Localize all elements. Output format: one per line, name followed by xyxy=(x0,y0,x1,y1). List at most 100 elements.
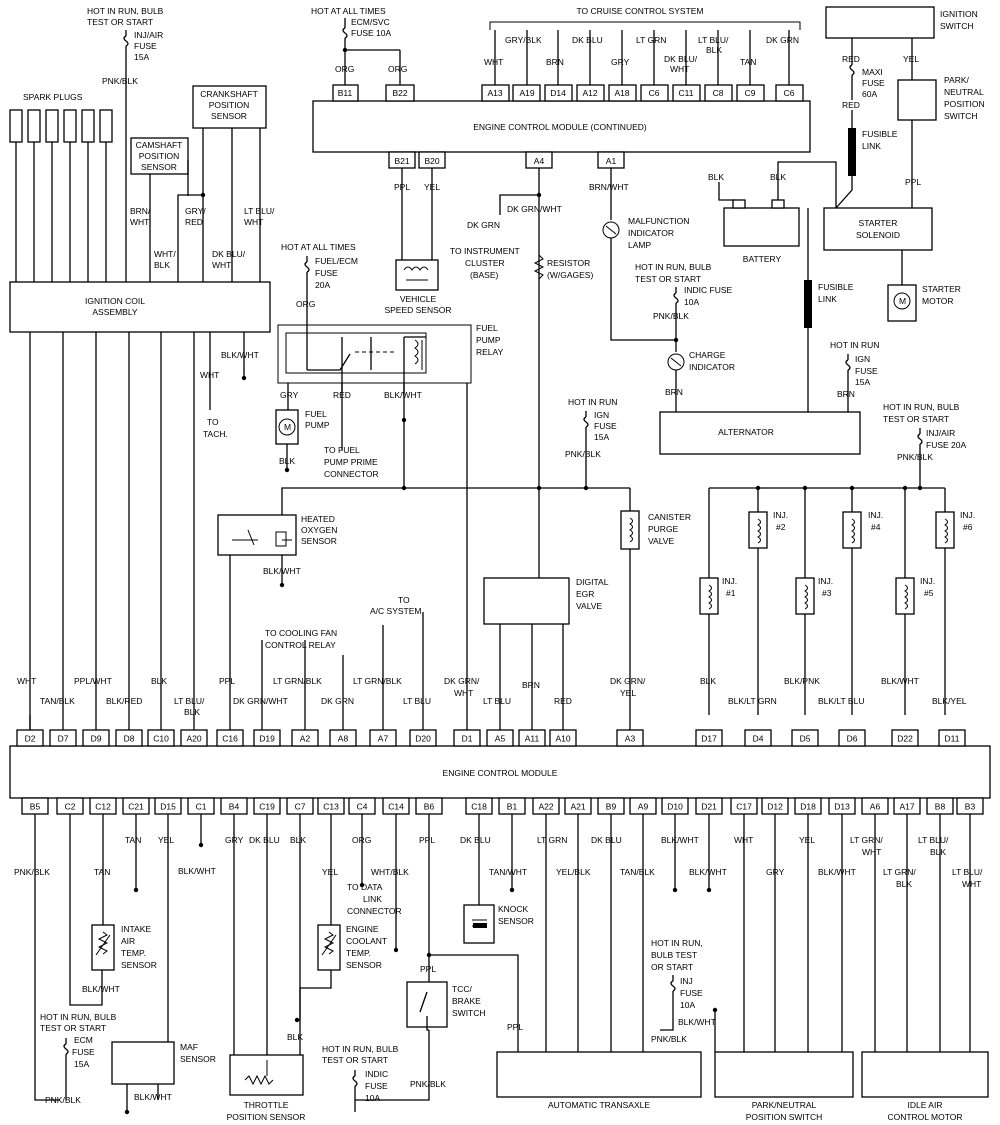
tcc-ppl: PPL xyxy=(420,964,436,974)
tcc-indic-2: FUSE xyxy=(365,1081,388,1091)
ew-dkgrnwht: DK GRN/WHT xyxy=(233,696,288,706)
fuel-blk: BLK xyxy=(279,456,295,466)
ecm-title: ENGINE CONTROL MODULE xyxy=(443,768,558,778)
pin-a18: A18 xyxy=(614,88,629,98)
ecm-pin-box xyxy=(82,729,110,747)
ign-w-red: RED xyxy=(185,217,203,227)
camshaft-sensor: CAMSHAFT POSITION SENSOR xyxy=(130,137,189,175)
bw-blkwht2: BLK/WHT xyxy=(661,835,699,845)
bw-blk: BLK xyxy=(290,835,306,845)
ecm-pin-label: D8 xyxy=(124,734,135,744)
pns-hot-2: BULB TEST xyxy=(651,950,697,960)
ecm-continued-title: ENGINE CONTROL MODULE (CONTINUED) xyxy=(473,122,647,132)
ecm-continued: ENGINE CONTROL MODULE (CONTINUED) B11 B2… xyxy=(311,6,811,580)
svg-text:M: M xyxy=(899,296,906,306)
wire-org-1: ORG xyxy=(335,64,354,74)
battery-label: BATTERY xyxy=(743,254,782,264)
charge-2: INDICATOR xyxy=(689,362,735,372)
ign-w-whtblk1: WHT/ xyxy=(154,249,176,259)
egr-1: DIGITAL xyxy=(576,577,609,587)
ew-brn: BRN xyxy=(522,680,540,690)
ecm-pin-label: D11 xyxy=(945,734,960,744)
egr-2: EGR xyxy=(576,589,594,599)
tcc-hot-1: HOT IN RUN, BULB xyxy=(322,1044,399,1054)
cam-2: POSITION xyxy=(139,151,180,161)
ign-hot-1: HOT IN RUN, BULB xyxy=(87,6,164,16)
ecm-box xyxy=(9,745,991,799)
bw-yel: YEL xyxy=(158,835,174,845)
ign-hot-2: TEST OR START xyxy=(87,17,153,27)
pin-c11: C11 xyxy=(679,88,694,98)
tcc-1: TCC/ xyxy=(452,984,472,994)
right-red-1: RED xyxy=(842,54,860,64)
fus-2: LINK xyxy=(862,141,881,151)
ac-1: TO xyxy=(398,595,410,605)
pin-a12: A12 xyxy=(582,88,597,98)
ecm-pin-label: B1 xyxy=(507,802,518,812)
tcc-hot-2: TEST OR START xyxy=(322,1055,388,1065)
tcc-pnkblk: PNK/BLK xyxy=(410,1079,446,1089)
prime-2: PUMP PRIME xyxy=(324,457,378,467)
center-section: DK GRN TO INSTRUMENT CLUSTER (BASE) RESI… xyxy=(265,216,735,715)
tps-2: POSITION SENSOR xyxy=(227,1112,306,1122)
bw-org: ORG xyxy=(352,835,371,845)
ecm-pin-label: C12 xyxy=(95,802,111,812)
ew-ltblu2: BLK xyxy=(184,707,200,717)
tach-1: TO xyxy=(207,417,219,427)
ecm-pin-label: A3 xyxy=(625,734,636,744)
tcc-3: SWITCH xyxy=(452,1008,486,1018)
wire-gry-blk: GRY/BLK xyxy=(505,35,542,45)
ecm-pin-box xyxy=(216,729,244,747)
cam-3: SENSOR xyxy=(141,162,177,172)
bw-ltbluwht-1: LT BLU/ xyxy=(952,867,983,877)
canister-1: CANISTER xyxy=(648,512,691,522)
alt-ign-2: FUSE xyxy=(855,366,878,376)
fus2-1: FUSIBLE xyxy=(818,282,854,292)
wire-tan: TAN xyxy=(740,57,756,67)
pns-pnkblk: PNK/BLK xyxy=(651,1034,687,1044)
ecm-pin-label: C4 xyxy=(357,802,368,812)
ignition-switch xyxy=(825,6,935,39)
stm-2: MOTOR xyxy=(922,296,953,306)
ew-blk: BLK xyxy=(151,676,167,686)
bw-dkblu3: DK BLU xyxy=(591,835,622,845)
bw-whtblk: WHT/BLK xyxy=(371,867,409,877)
bw-wht: WHT xyxy=(734,835,753,845)
vehicle-speed-sensor: VEHICLE SPEED SENSOR xyxy=(384,259,452,315)
prime-1: TO FUEL xyxy=(324,445,360,455)
fuel-hot: HOT AT ALL TIMES xyxy=(281,242,356,252)
coil-1: IGNITION COIL xyxy=(85,296,145,306)
relay-2: PUMP xyxy=(476,335,501,345)
ecm-pin-label: D18 xyxy=(800,802,816,812)
wire-lt-blu-blk-1: LT BLU/ xyxy=(698,35,729,45)
ecm-pin-label: C10 xyxy=(153,734,169,744)
maxi-3: 60A xyxy=(862,89,877,99)
cruise-bracket xyxy=(489,21,801,30)
ign-fuse-2: FUSE xyxy=(134,41,157,51)
ecm-top-wires: WHT TAN/BLK PPL/WHT BLK/RED BLK LT BLU/ … xyxy=(17,332,967,730)
knock-1: KNOCK xyxy=(498,904,529,914)
ew-dkgrn-1: DK GRN/ xyxy=(444,676,480,686)
ecm-pin-label: C7 xyxy=(295,802,306,812)
inj2-a: INJ. xyxy=(773,510,788,520)
pns-2: NEUTRAL xyxy=(944,87,984,97)
ecm-pin-label: A6 xyxy=(870,802,881,812)
wire-dk-blu-wht-2: WHT xyxy=(670,64,689,74)
ign-sw-1: IGNITION xyxy=(940,9,978,19)
maxi-2: FUSE xyxy=(862,78,885,88)
ecm-continued-box xyxy=(312,100,811,153)
resistor-1: RESISTOR xyxy=(547,258,590,268)
right-section: IGNITION SWITCH RED YEL MAXI FUSE 60A RE… xyxy=(659,6,985,491)
ignition-section: HOT IN RUN, BULB TEST OR START INJ/AIR F… xyxy=(9,6,275,439)
ecm-pin-label: A22 xyxy=(538,802,553,812)
wire-dk-grn-wht: DK GRN/WHT xyxy=(507,204,562,214)
ew-blkyel: BLK/YEL xyxy=(932,696,967,706)
injector-2 xyxy=(748,511,768,549)
bat-blk-2: BLK xyxy=(770,172,786,182)
digital-egr-valve xyxy=(483,577,570,625)
bw-ltblublk-2: BLK xyxy=(930,847,946,857)
pin-a1: A1 xyxy=(606,156,617,166)
idle-air-control-motor xyxy=(861,1051,989,1098)
